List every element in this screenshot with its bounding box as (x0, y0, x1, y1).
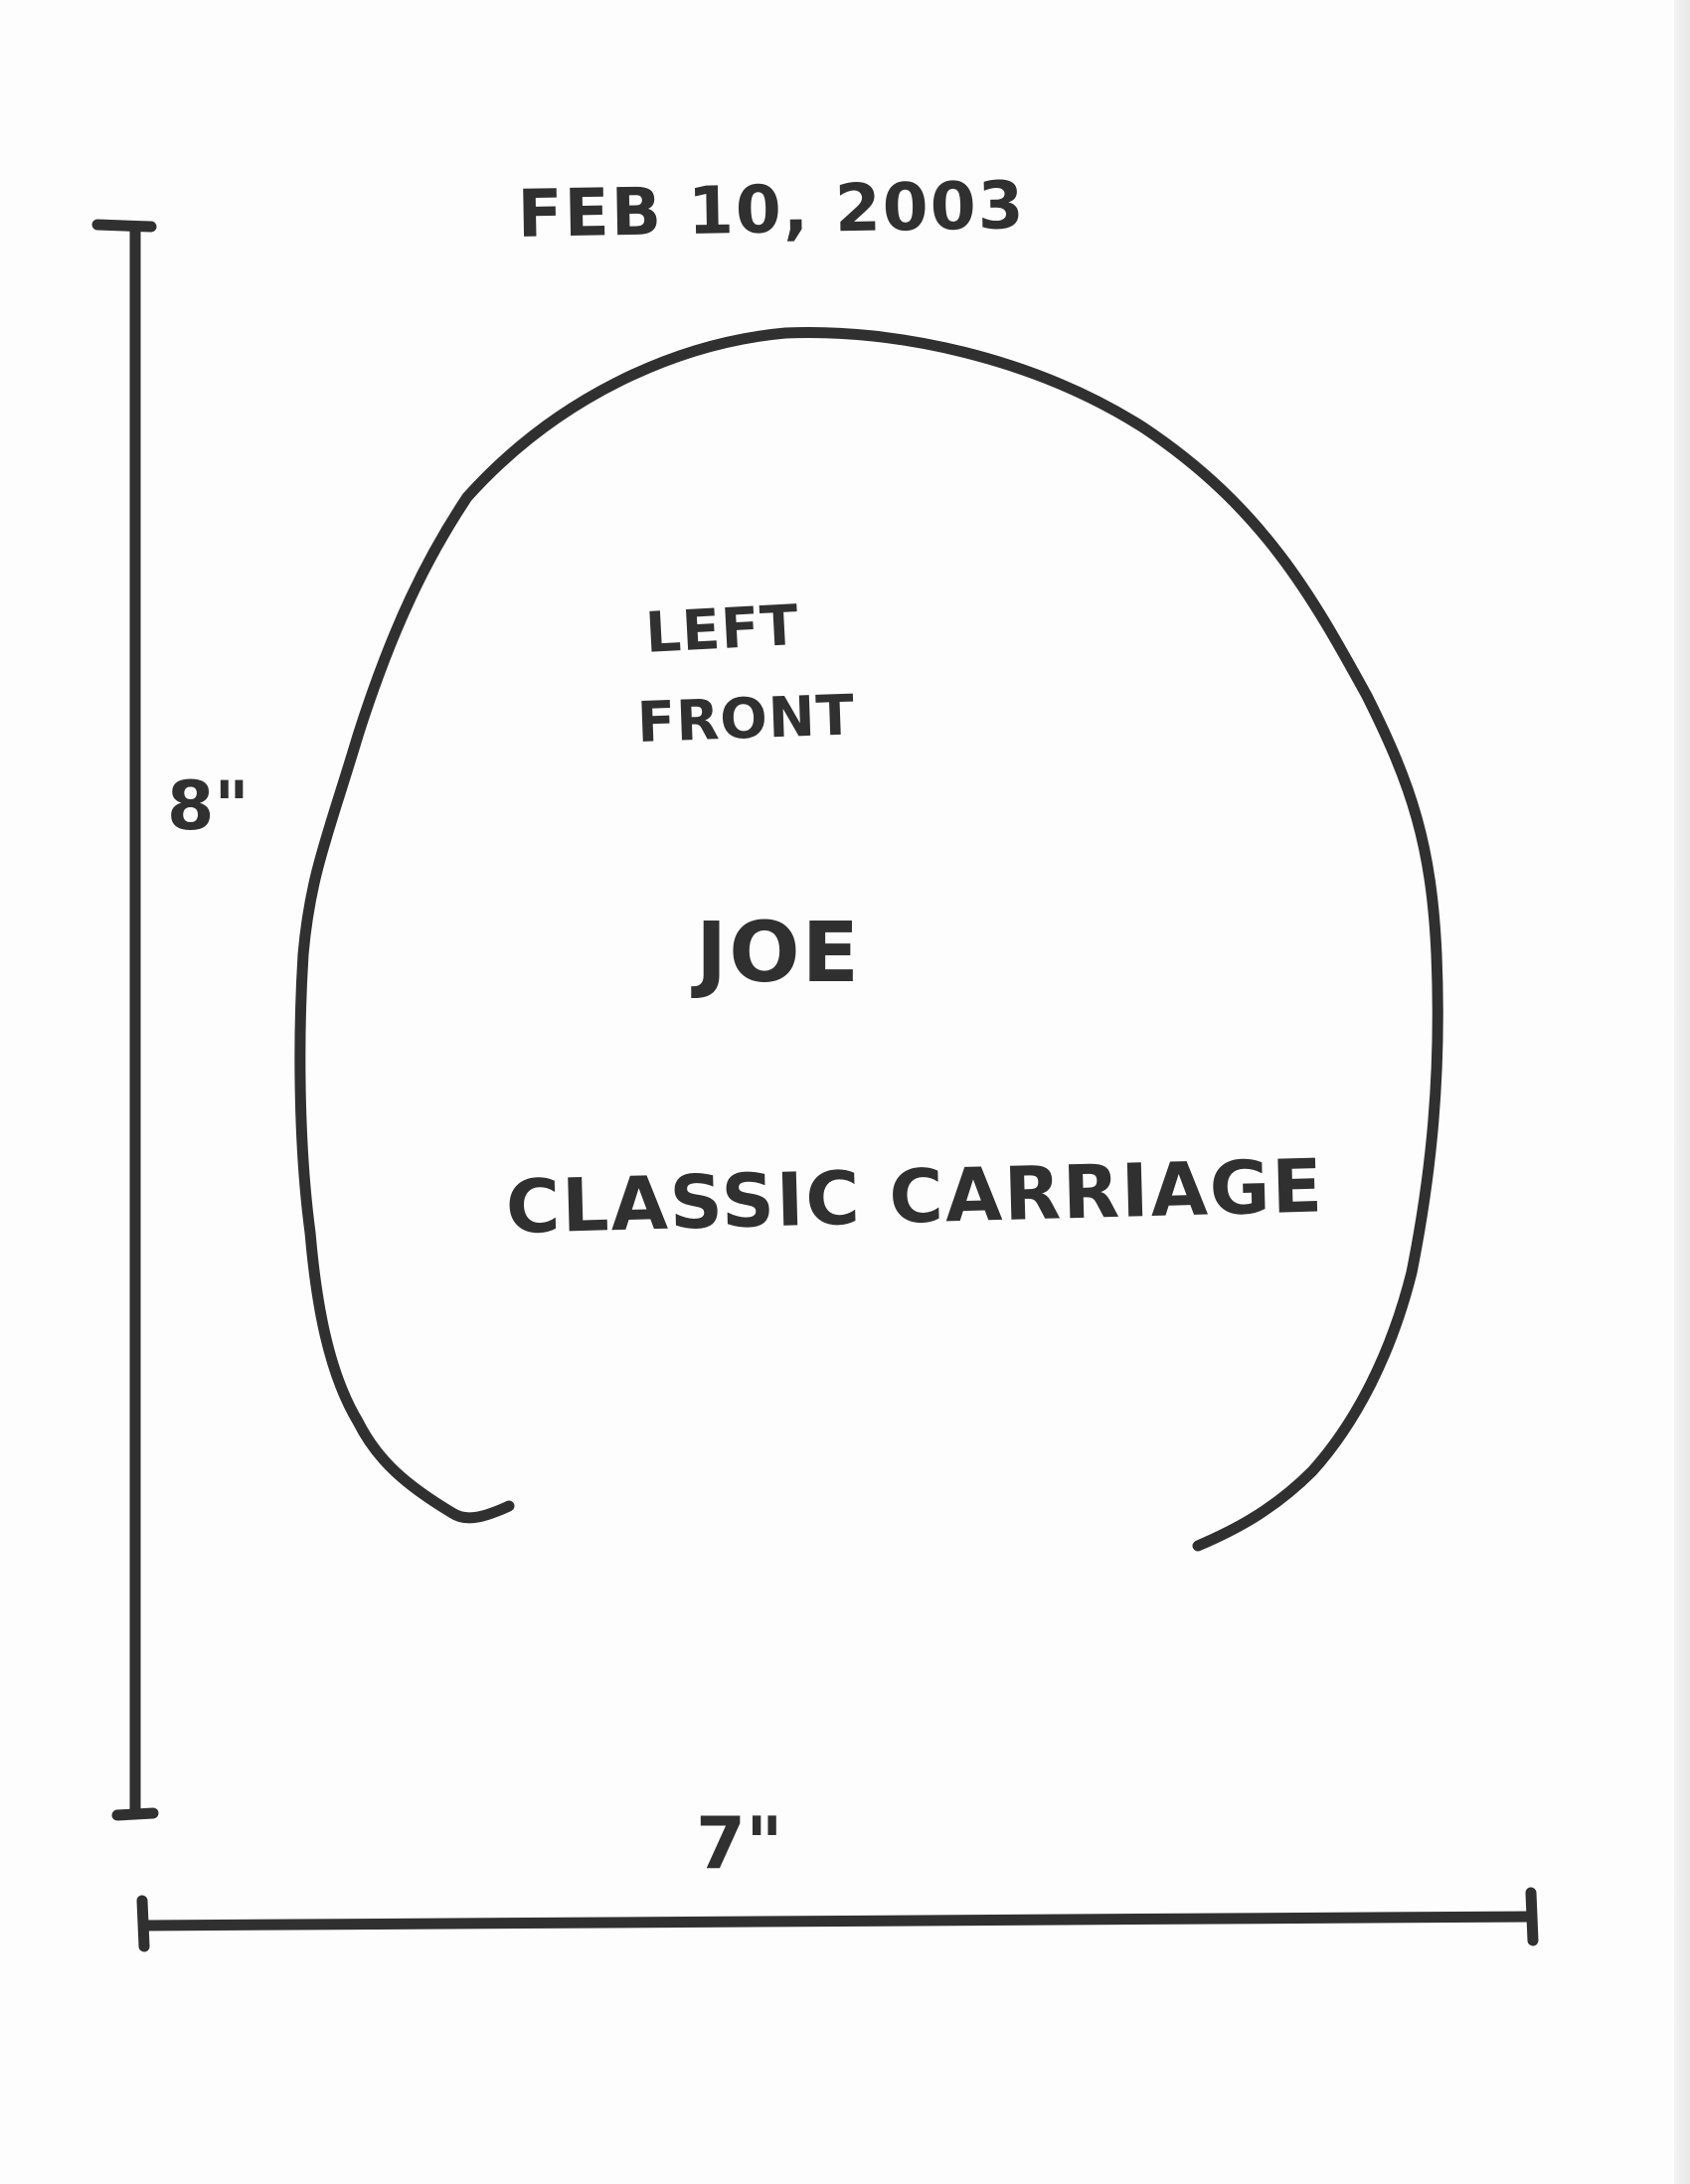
width-dimension-label: 7" (696, 1801, 783, 1885)
width-dimension-cap-right (1525, 1887, 1539, 1946)
width-dimension-line (138, 1911, 1537, 1932)
height-dimension-label: 8" (167, 767, 250, 846)
company-label: Classic Carriage (504, 1143, 1326, 1251)
customer-name-label: JOE (696, 904, 862, 1001)
width-dimension-cap-left (136, 1895, 150, 1952)
date-label: FEB 10, 2003 (516, 167, 1027, 252)
height-dimension-cap-bottom (111, 1807, 159, 1821)
height-dimension-cap-top (91, 219, 157, 233)
arch-outline (294, 327, 1443, 1552)
position-label-line1: LEFT (643, 592, 801, 666)
position-label-line2: FRONT (635, 683, 857, 756)
